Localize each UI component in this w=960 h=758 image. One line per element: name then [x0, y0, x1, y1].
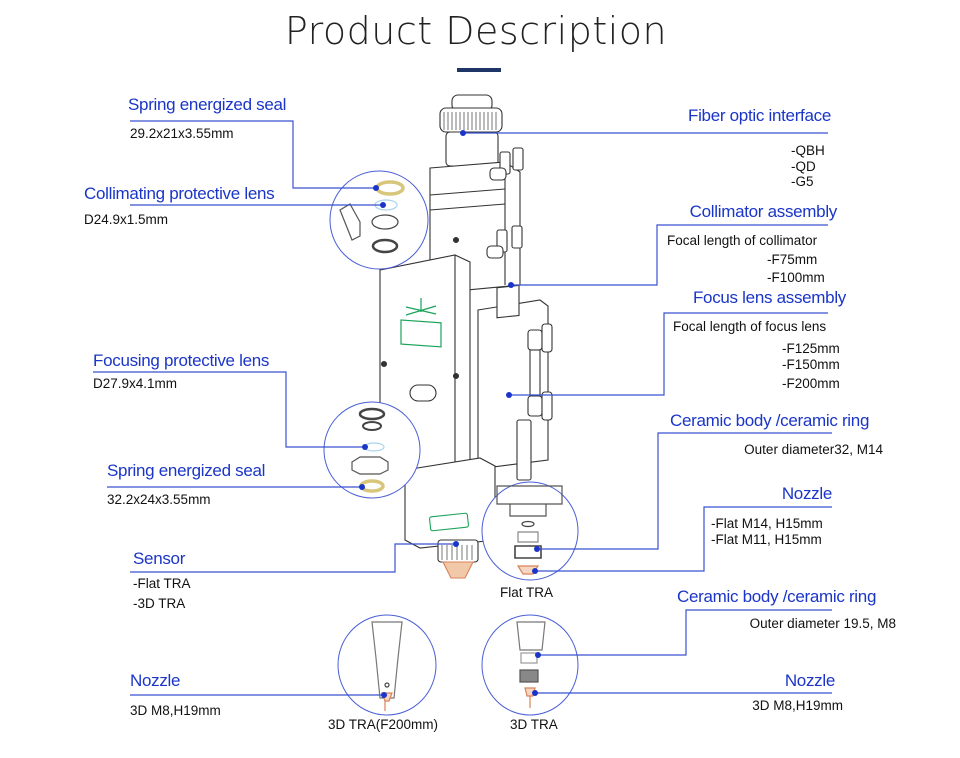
collimating-lens-spec: D24.9x1.5mm	[84, 212, 169, 227]
ceramic-flat-spec: Outer diameter32, M14	[744, 442, 883, 457]
fiber-heading: Fiber optic interface	[688, 106, 831, 125]
ceramic-3d-spec: Outer diameter 19.5, M8	[749, 616, 896, 631]
collimator-heading: Collimator assembly	[689, 202, 838, 221]
focusing-lens-spec: D27.9x4.1mm	[93, 376, 178, 391]
sensor-spec: -Flat TRA	[133, 576, 191, 591]
spring-seal-top-spec: 29.2x21x3.55mm	[130, 126, 234, 141]
detail-circle-flat-tra	[481, 481, 579, 581]
leader-lines	[93, 120, 832, 696]
spring-seal-bottom-heading: Spring energized seal	[107, 461, 266, 480]
focus-desc: Focal length of focus lens	[673, 319, 827, 334]
caption-flat-tra: Flat TRA	[500, 585, 554, 600]
laser-head-drawing	[379, 94, 553, 579]
ceramic-3d-heading: Ceramic body /ceramic ring	[677, 587, 877, 606]
page-title: Product Description	[284, 9, 668, 53]
caption-3d-tra-f200: 3D TRA(F200mm)	[328, 717, 439, 732]
detail-circle-3d-tra	[481, 614, 579, 716]
spring-seal-bottom-spec: 32.2x24x3.55mm	[107, 492, 211, 507]
sensor-heading: Sensor	[133, 549, 186, 568]
fiber-spec: -QBH	[791, 143, 825, 158]
collimator-spec: -F75mm	[767, 252, 818, 267]
focus-heading: Focus lens assembly	[692, 288, 846, 307]
detail-circle-collimating	[329, 170, 429, 270]
nozzle-flat-spec: -Flat M14, H15mm	[711, 516, 823, 531]
nozzle-flat-heading: Nozzle	[781, 484, 832, 503]
collimator-desc: Focal length of collimator	[667, 233, 818, 248]
spring-seal-top-heading: Spring energized seal	[128, 95, 287, 114]
sensor-spec: -3D TRA	[133, 596, 186, 611]
focus-spec: -F200mm	[782, 376, 840, 391]
fiber-spec: -QD	[791, 159, 816, 174]
detail-circle-3d-tra-f200	[337, 614, 437, 716]
nozzle-3d-right-heading: Nozzle	[784, 671, 835, 690]
ceramic-flat-heading: Ceramic body /ceramic ring	[670, 411, 870, 430]
title-underline	[457, 68, 501, 72]
caption-3d-tra: 3D TRA	[510, 717, 558, 732]
nozzle-flat-spec: -Flat M11, H15mm	[711, 532, 822, 547]
focusing-lens-heading: Focusing protective lens	[93, 351, 270, 370]
nozzle-3d-right-spec: 3D M8,H19mm	[752, 698, 843, 713]
collimating-lens-heading: Collimating protective lens	[84, 184, 275, 203]
collimator-spec: -F100mm	[767, 270, 825, 285]
focus-spec: -F125mm	[782, 341, 840, 356]
leader-dots	[359, 130, 541, 698]
fiber-spec: -G5	[791, 174, 814, 189]
focus-spec: -F150mm	[782, 357, 840, 372]
detail-circle-focusing	[323, 401, 421, 499]
nozzle-3d-left-spec: 3D M8,H19mm	[130, 703, 221, 718]
nozzle-3d-left-heading: Nozzle	[130, 671, 181, 690]
